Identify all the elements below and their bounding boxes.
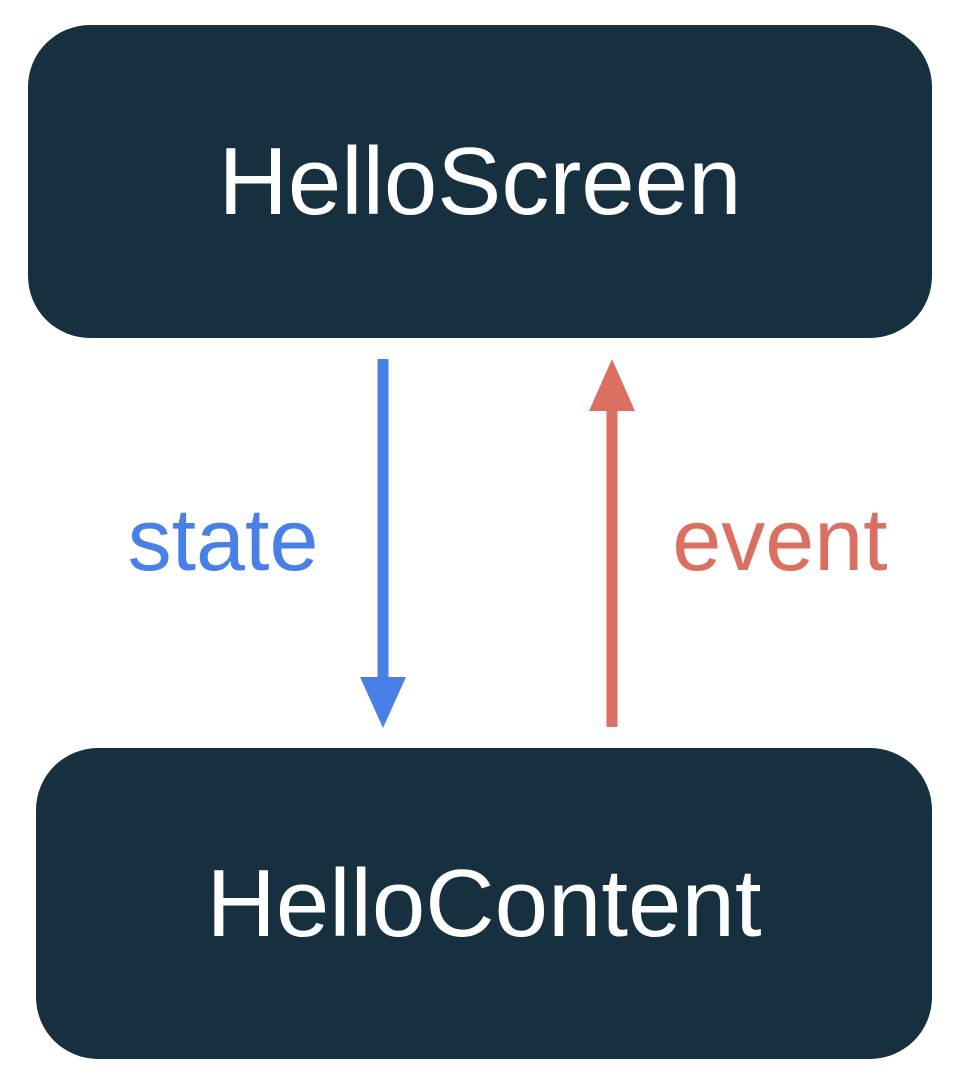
node-hellocontent: HelloContent xyxy=(36,748,932,1059)
state-edge-label: state xyxy=(127,490,319,589)
state-arrow-head xyxy=(360,677,406,728)
node-helloscreen-label: HelloScreen xyxy=(218,127,742,235)
node-helloscreen: HelloScreen xyxy=(28,25,932,338)
event-arrow-shaft xyxy=(606,405,618,727)
event-edge-label: event xyxy=(672,490,888,589)
event-arrow-head xyxy=(589,359,635,411)
node-hellocontent-label: HelloContent xyxy=(206,849,762,957)
